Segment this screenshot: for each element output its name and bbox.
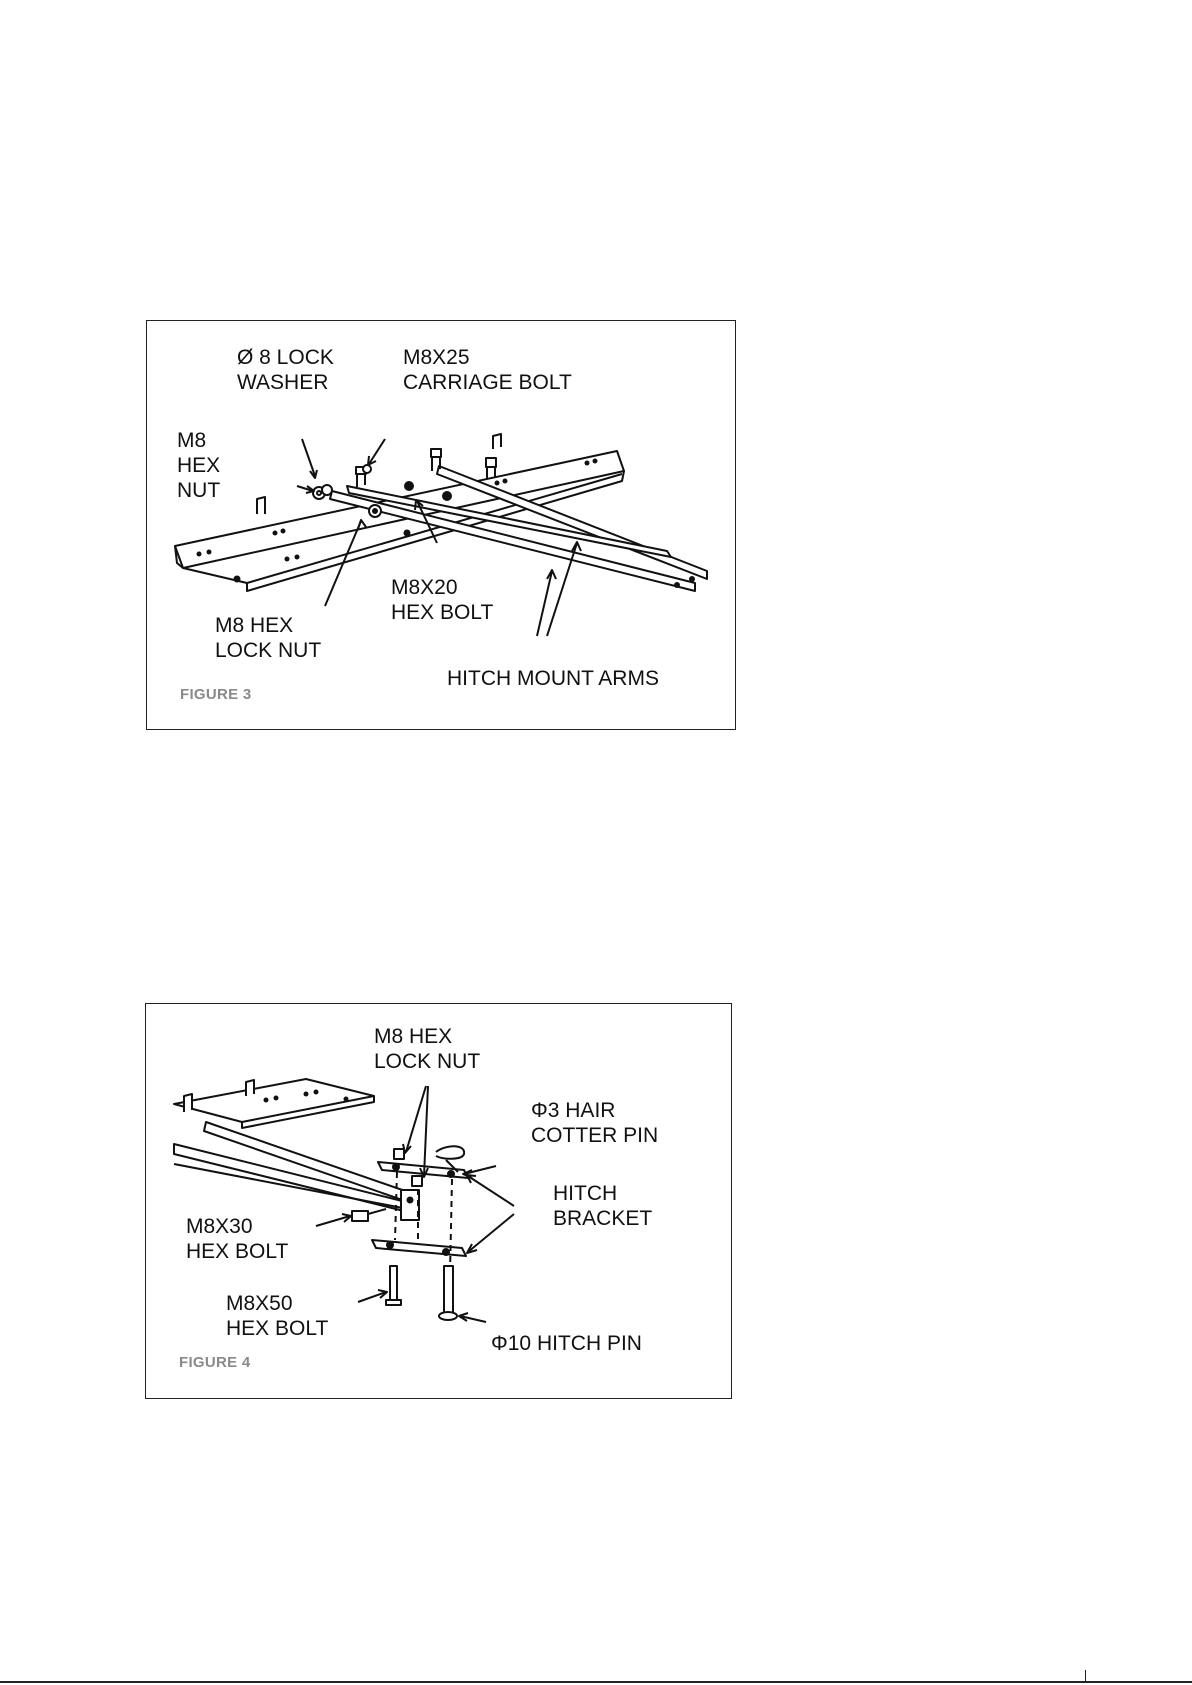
figure-3: Ø 8 LOCK WASHER M8X25 CARRIAGE BOLT M8 H…	[146, 320, 736, 730]
hitch-pin-label: Φ10 HITCH PIN	[491, 1331, 642, 1356]
figure-4: M8 HEX LOCK NUT Φ3 HAIR COTTER PIN HITCH…	[145, 1003, 732, 1399]
page-bottom-rule	[0, 1681, 1192, 1683]
carriage-bolt-label: M8X25 CARRIAGE BOLT	[403, 345, 572, 395]
hitch-mount-arms-label: HITCH MOUNT ARMS	[447, 666, 659, 691]
figure-3-caption: FIGURE 3	[180, 686, 252, 703]
hex-lock-nut-label: M8 HEX LOCK NUT	[374, 1024, 480, 1074]
hair-cotter-pin-label: Φ3 HAIR COTTER PIN	[531, 1098, 658, 1148]
hex-bolt-label: M8X20 HEX BOLT	[391, 575, 493, 625]
page-bottom-tick	[1085, 1670, 1086, 1682]
hex-lock-nut-label: M8 HEX LOCK NUT	[215, 613, 321, 663]
hitch-bracket-label: HITCH BRACKET	[553, 1181, 652, 1231]
hex-nut-label: M8 HEX NUT	[177, 428, 220, 503]
hex-bolt-50-label: M8X50 HEX BOLT	[226, 1291, 328, 1341]
hex-bolt-30-label: M8X30 HEX BOLT	[186, 1214, 288, 1264]
lock-washer-label: Ø 8 LOCK WASHER	[237, 345, 334, 395]
figure-4-caption: FIGURE 4	[179, 1354, 251, 1371]
